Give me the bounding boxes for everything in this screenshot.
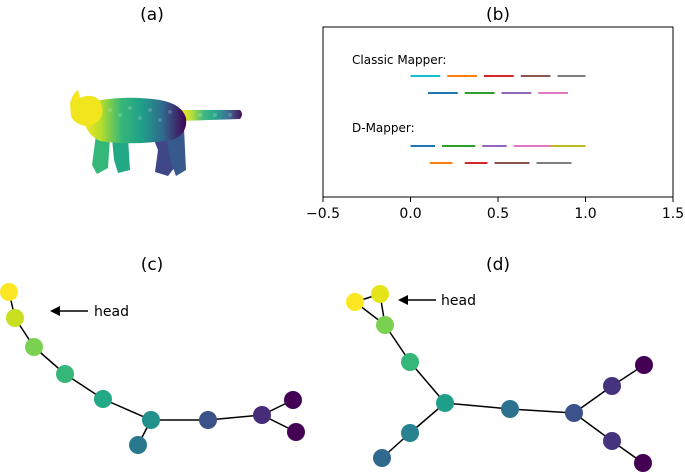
panel-label-b: (b): [486, 5, 510, 25]
x-tick-label: 1.0: [574, 206, 596, 222]
head-annotation-c: head: [94, 304, 129, 320]
x-tick-label: −0.5: [306, 206, 340, 222]
graph-node: [284, 391, 302, 409]
graph-node: [142, 411, 160, 429]
graph-node: [635, 356, 653, 374]
graph-node: [634, 454, 652, 472]
x-tick-label: 0.5: [487, 206, 509, 222]
panel-c-graph: head: [0, 283, 305, 454]
x-axis-ticks: −0.5 0.0 0.5 1.0 1.5: [306, 197, 684, 222]
x-tick-label: 0.0: [399, 206, 421, 222]
graph-node: [603, 432, 621, 450]
d-mapper-label: D-Mapper:: [352, 121, 415, 135]
x-tick-label: 1.5: [662, 206, 684, 222]
graph-d-edges: [354, 293, 645, 464]
panel-label-a: (a): [140, 5, 164, 25]
panel-label-c: (c): [141, 255, 164, 275]
graph-node: [94, 390, 112, 408]
panel-d-graph: head: [346, 285, 653, 472]
graph-node: [0, 283, 18, 301]
graph-node: [376, 316, 394, 334]
head-arrow-d: [398, 295, 436, 305]
graph-node: [603, 377, 621, 395]
classic-mapper-label: Classic Mapper:: [352, 53, 446, 67]
graph-c-nodes: [0, 283, 305, 454]
graph-node: [25, 338, 43, 356]
graph-node: [401, 424, 419, 442]
graph-d-nodes: [346, 285, 653, 472]
cat-point-cloud-illustration: [70, 90, 242, 176]
graph-node: [565, 404, 583, 422]
graph-node: [373, 449, 391, 467]
panel-b-interval-chart: Classic Mapper: D-Mapper: −0.5 0.0 0.5 1.0 1…: [306, 26, 684, 222]
graph-node: [287, 423, 305, 441]
graph-node: [401, 353, 419, 371]
graph-node: [56, 365, 74, 383]
graph-node: [371, 285, 389, 303]
graph-node: [253, 406, 271, 424]
graph-node: [129, 436, 147, 454]
panel-label-d: (d): [486, 255, 510, 275]
graph-node: [6, 309, 24, 327]
graph-node: [501, 400, 519, 418]
interval-segments: [410, 75, 586, 164]
graph-node: [436, 394, 454, 412]
graph-node: [346, 293, 364, 311]
head-arrow-c: [50, 306, 88, 316]
head-annotation-d: head: [441, 293, 476, 309]
graph-node: [199, 411, 217, 429]
